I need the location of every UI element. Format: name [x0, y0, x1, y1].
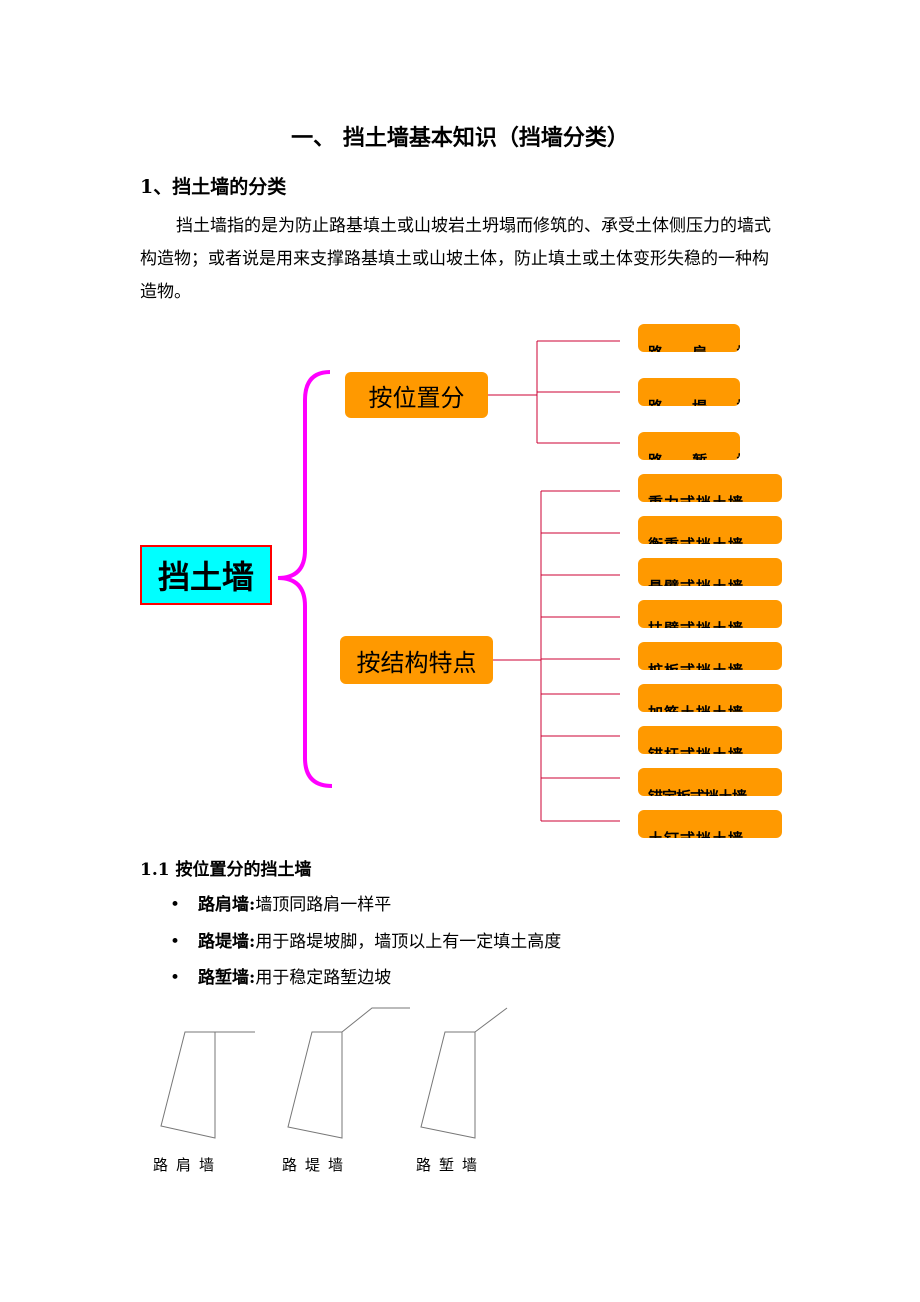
leaf-node: 路 肩 墙 [638, 324, 740, 352]
branch-structure: 按结构特点 [340, 636, 493, 684]
leaf-node: 土钉式挡土墙 [638, 810, 782, 838]
leaf-node: 桩板式挡土墙 [638, 642, 782, 670]
leaf-node: 悬臂式挡土墙 [638, 558, 782, 586]
section-heading: 1、挡土墙的分类 [140, 176, 287, 198]
mindmap-connectors [277, 340, 620, 822]
bullet-item: •路堤墙:用于路堤坡脚，墙顶以上有一定填土高度 [170, 932, 562, 952]
intro-paragraph: 挡土墙指的是为防止路基填土或山坡岩土坍塌而修筑的、承受土体侧压力的墙式构造物；或… [140, 216, 771, 302]
leaf-node: 锚杆式挡土墙 [638, 726, 782, 754]
leaf-node: 扶壁式挡土墙 [638, 600, 782, 628]
figure-caption: 路堤墙 [282, 1156, 352, 1174]
root-node: 挡土墙 [140, 545, 272, 605]
leaf-node: 重力式挡土墙 [638, 474, 782, 502]
figure-caption: 路堑墙 [416, 1156, 486, 1174]
figure-caption: 路肩墙 [153, 1156, 223, 1174]
leaf-node: 路 堤 墙 [638, 378, 740, 406]
bullet-item: •路肩墙:墙顶同路肩一样平 [170, 895, 392, 915]
leaf-node: 衡重式挡土墙 [638, 516, 782, 544]
bullet-item: •路堑墙:用于稳定路堑边坡 [170, 968, 392, 988]
branch-position: 按位置分 [345, 372, 488, 418]
page-title: 一、 挡土墙基本知识（挡墙分类） [291, 125, 629, 151]
cutting-wall-shape [420, 1031, 476, 1139]
shoulder-wall-shape [160, 1031, 216, 1139]
leaf-node: 路 堑 墙 [638, 432, 740, 460]
leaf-node: 加筋土挡土墙 [638, 684, 782, 712]
brace [277, 370, 333, 788]
leaf-node: 锚定板式挡土墙 [638, 768, 782, 796]
subsection-heading: 1.1 按位置分的挡土墙 [140, 860, 312, 880]
embankment-wall-shape [287, 1031, 343, 1139]
